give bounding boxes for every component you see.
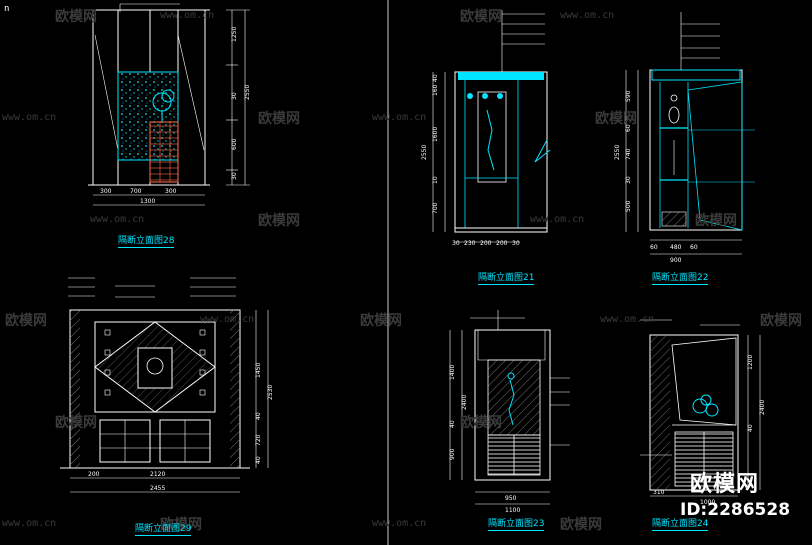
corner-mark: n (4, 4, 10, 14)
e23-dim-bottom-0: 950 (505, 495, 517, 502)
e29-dim-bottom-2: 2455 (150, 485, 165, 492)
e29-dim-right-2: 40 (255, 412, 262, 420)
watermark-brand: 欧模网 (460, 415, 502, 431)
watermark-brand: 欧模网 (160, 517, 202, 533)
e21-dim-bottom-2: 200 (480, 240, 492, 247)
watermark-url: www.om.cn (2, 518, 57, 529)
e22-dim-bottom-3: 900 (670, 257, 682, 264)
e21-dim-bottom-3: 200 (496, 240, 508, 247)
e23-dim-left-0: 1400 (449, 365, 456, 380)
watermark-url: www.om.cn (530, 214, 585, 225)
e21-dim-left-3: 10 (432, 176, 439, 184)
e21-dim-left-2: 1600 (432, 127, 439, 142)
watermark-brand: 欧模网 (55, 9, 97, 25)
e22-dim-left-3: 2550 (614, 145, 621, 160)
e28-dim-top-3: 600 (231, 138, 238, 150)
e29-dim-bottom-1: 2120 (150, 471, 165, 478)
e24-dim-right-1: 2400 (759, 400, 766, 415)
e24-dim-right-0: 1200 (747, 355, 754, 370)
e28-dim-top-2: 2550 (244, 85, 251, 100)
watermark-url: www.om.cn (2, 112, 57, 123)
e29-dim-right-3: 720 (255, 434, 262, 446)
elevation-29: 200 2120 2455 1450 2530 40 720 40 (60, 277, 274, 493)
e29-dim-right-1: 2530 (267, 385, 274, 400)
e22-dim-left-5: 500 (625, 200, 632, 212)
watermark-brand: 欧模网 (258, 111, 300, 127)
e28-dim-top-0: 1250 (231, 27, 238, 42)
title-elevation-29: 隔断立面图29 (135, 521, 192, 536)
watermark-url: www.om.cn (600, 314, 655, 325)
e22-dim-left-0: 590 (625, 90, 632, 102)
title-elevation-21: 隔断立面图21 (478, 270, 535, 285)
e24-dim-right-2: 40 (747, 424, 754, 432)
watermark-url: www.om.cn (372, 518, 427, 529)
e22-dim-left-2: 740 (625, 148, 632, 160)
e22-dim-bottom-2: 60 (690, 244, 698, 251)
elevation-21: 40 160 1600 10 2550 700 30 230 200 200 3… (421, 10, 551, 247)
brand-badge: 欧模网 (690, 472, 760, 497)
e28-dim-bottom-2: 300 (165, 188, 177, 195)
e21-dim-left-5: 700 (432, 202, 439, 214)
e28-dim-top-1: 30 (231, 92, 238, 100)
title-elevation-22: 隔断立面图22 (652, 270, 709, 285)
watermark-brand: 欧模网 (460, 9, 502, 25)
e28-dim-bottom-0: 300 (100, 188, 112, 195)
e24-dim-bottom-0: 310 (653, 489, 665, 496)
watermark-url: www.om.cn (372, 112, 427, 123)
elevation-23: 1400 2400 40 900 950 1100 (449, 310, 570, 514)
e21-dim-bottom-4: 30 (512, 240, 520, 247)
watermark-brand: 欧模网 (560, 517, 602, 533)
e21-dim-left-0: 40 (432, 74, 439, 82)
watermark-url: www.om.cn (560, 10, 615, 21)
watermark-url: www.om.cn (200, 314, 255, 325)
title-elevation-28: 隔断立面图28 (118, 233, 175, 248)
watermark-url: www.om.cn (90, 214, 145, 225)
e29-dim-bottom-0: 200 (88, 471, 100, 478)
e21-dim-bottom-1: 230 (464, 240, 476, 247)
watermark-brand: 欧模网 (595, 111, 637, 127)
e24-dim-bottom-1: 1000 (700, 499, 715, 506)
e21-dim-left-4: 2550 (421, 145, 428, 160)
e22-dim-bottom-1: 480 (670, 244, 682, 251)
watermark-brand: 欧模网 (695, 213, 737, 229)
e22-dim-left-4: 30 (625, 176, 632, 184)
title-elevation-24: 隔断立面图24 (652, 516, 709, 531)
e29-dim-right-0: 1450 (255, 363, 262, 378)
e28-dim-bottom-1: 700 (130, 188, 142, 195)
e22-dim-bottom-0: 60 (650, 244, 658, 251)
e22-dim-left-1: 60 (625, 124, 632, 132)
watermark-url: www.om.cn (160, 10, 215, 21)
e23-dim-left-2: 40 (449, 420, 456, 428)
watermark-brand: 欧模网 (360, 313, 402, 329)
title-elevation-23: 隔断立面图23 (488, 516, 545, 531)
e23-dim-bottom-1: 1100 (505, 507, 520, 514)
e28-dim-bottom-3: 1300 (140, 198, 155, 205)
e21-dim-bottom-0: 30 (452, 240, 460, 247)
e21-dim-left-1: 160 (432, 84, 439, 96)
watermark-brand: 欧模网 (55, 415, 97, 431)
watermark-brand: 欧模网 (5, 313, 47, 329)
elevation-22: 590 60 740 2550 30 500 60 480 60 900 (614, 12, 755, 264)
e23-dim-left-1: 2400 (461, 395, 468, 410)
elevation-28: 1250 30 2550 600 30 300 700 300 1300 (88, 3, 251, 206)
e23-dim-left-3: 900 (449, 448, 456, 460)
watermark-brand: 欧模网 (760, 313, 802, 329)
model-id: ID:2286528 (680, 500, 791, 520)
e29-dim-right-4: 40 (255, 456, 262, 464)
watermark-brand: 欧模网 (258, 213, 300, 229)
e28-dim-top-4: 30 (231, 172, 238, 180)
elevation-24: 1200 2400 40 310 1000 (640, 319, 766, 506)
